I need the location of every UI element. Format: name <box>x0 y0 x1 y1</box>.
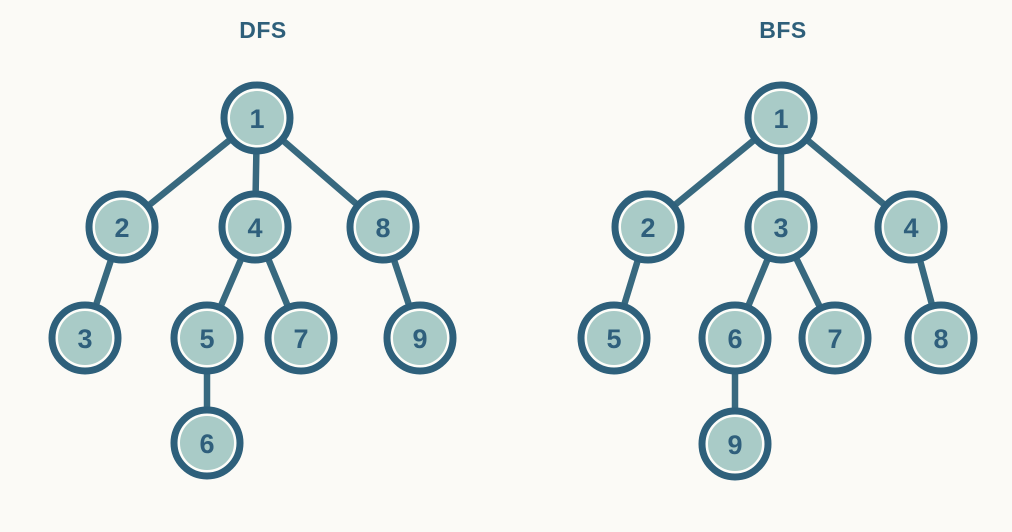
bfs-tree-svg: 1 2 3 4 5 6 7 8 9 <box>577 81 978 481</box>
tree-node-1: 1 <box>744 81 818 155</box>
bfs-panel: BFS 1 2 3 4 5 6 7 8 9 <box>506 0 1012 532</box>
node-border-ring <box>698 407 772 481</box>
tree-node-9: 9 <box>383 301 457 375</box>
tree-node-6: 6 <box>170 406 244 480</box>
node-fill-circle <box>393 311 447 365</box>
node-border-ring <box>874 190 948 264</box>
tree-node-5: 5 <box>577 301 651 375</box>
node-fill-circle <box>58 311 112 365</box>
node-label: 6 <box>199 429 214 459</box>
node-border-ring <box>346 190 420 264</box>
tree-node-1: 1 <box>220 81 294 155</box>
node-label: 9 <box>412 324 427 354</box>
node-border-ring <box>577 301 651 375</box>
tree-node-2: 2 <box>85 190 159 264</box>
tree-node-2: 2 <box>611 190 685 264</box>
tree-node-3: 3 <box>744 190 818 264</box>
node-fill-circle <box>754 91 808 145</box>
node-border-ring <box>611 190 685 264</box>
node-border-ring <box>744 190 818 264</box>
node-fill-circle <box>884 200 938 254</box>
node-border-ring <box>85 190 159 264</box>
node-label: 2 <box>640 213 655 243</box>
node-label: 6 <box>727 324 742 354</box>
node-label: 4 <box>903 213 918 243</box>
tree-node-5: 5 <box>170 301 244 375</box>
tree-node-7: 7 <box>264 301 338 375</box>
dfs-tree-svg: 1 2 3 4 5 6 7 8 9 <box>48 81 457 480</box>
node-label: 2 <box>114 213 129 243</box>
node-border-ring <box>698 301 772 375</box>
node-fill-circle <box>274 311 328 365</box>
node-fill-circle <box>914 311 968 365</box>
node-fill-circle <box>808 311 862 365</box>
node-label: 5 <box>199 324 214 354</box>
node-fill-circle <box>708 311 762 365</box>
node-label: 3 <box>773 213 788 243</box>
node-label: 8 <box>375 213 390 243</box>
node-border-ring <box>170 406 244 480</box>
node-border-ring <box>218 190 292 264</box>
tree-node-7: 7 <box>798 301 872 375</box>
node-border-ring <box>798 301 872 375</box>
tree-node-8: 8 <box>346 190 420 264</box>
tree-node-8: 8 <box>904 301 978 375</box>
dfs-panel: DFS 1 2 3 4 5 6 7 8 9 <box>48 17 457 480</box>
node-label: 7 <box>293 324 308 354</box>
node-fill-circle <box>621 200 675 254</box>
node-label: 4 <box>247 213 262 243</box>
dfs-title: DFS <box>239 17 287 43</box>
bfs-title: BFS <box>759 17 807 43</box>
node-label: 1 <box>249 104 264 134</box>
node-border-ring <box>383 301 457 375</box>
tree-node-4: 4 <box>218 190 292 264</box>
node-border-ring <box>264 301 338 375</box>
node-border-ring <box>220 81 294 155</box>
node-fill-circle <box>180 416 234 470</box>
node-fill-circle <box>708 417 762 471</box>
tree-node-4: 4 <box>874 190 948 264</box>
node-fill-circle <box>228 200 282 254</box>
node-border-ring <box>904 301 978 375</box>
node-fill-circle <box>95 200 149 254</box>
node-label: 1 <box>773 104 788 134</box>
tree-node-9: 9 <box>698 407 772 481</box>
node-label: 8 <box>933 324 948 354</box>
tree-node-3: 3 <box>48 301 122 375</box>
node-label: 5 <box>606 324 621 354</box>
node-fill-circle <box>754 200 808 254</box>
node-fill-circle <box>230 91 284 145</box>
node-fill-circle <box>587 311 641 365</box>
tree-node-6: 6 <box>698 301 772 375</box>
node-border-ring <box>744 81 818 155</box>
node-label: 3 <box>77 324 92 354</box>
node-border-ring <box>170 301 244 375</box>
node-border-ring <box>48 301 122 375</box>
node-label: 9 <box>727 430 742 460</box>
node-label: 7 <box>827 324 842 354</box>
node-fill-circle <box>180 311 234 365</box>
node-fill-circle <box>356 200 410 254</box>
